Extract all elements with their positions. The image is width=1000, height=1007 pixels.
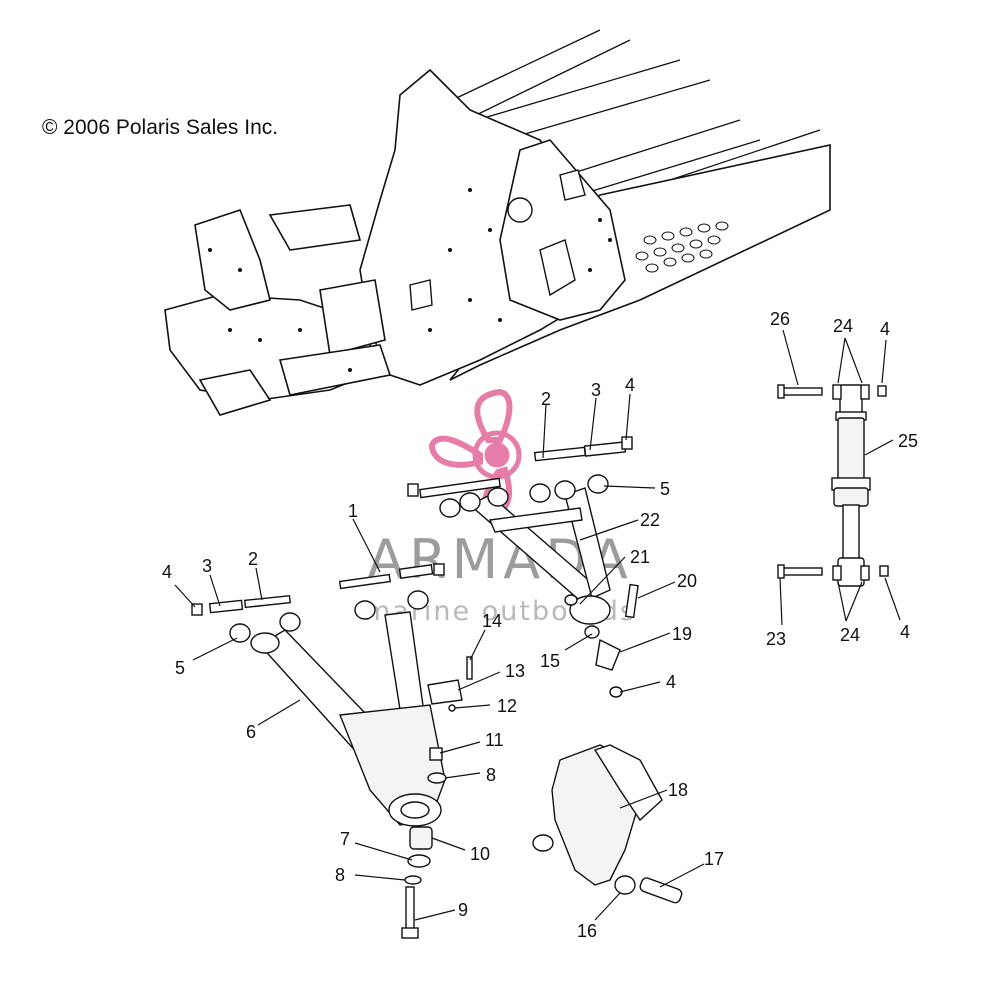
callout-4-tierod: 4: [666, 672, 676, 692]
callout-14: 14: [482, 611, 502, 631]
callout-5-lower: 5: [175, 658, 185, 678]
callout-24-top: 24: [833, 316, 853, 336]
callout-labels: 26 24 4 25 23 24 4 2 3 4 5 22 1 21 20 19…: [162, 309, 918, 941]
spindle: [532, 744, 683, 904]
chassis-frame: [164, 29, 831, 416]
callout-4-upper: 4: [625, 375, 635, 395]
callout-17: 17: [704, 849, 724, 869]
callout-8-lower: 8: [335, 865, 345, 885]
callout-5-upper: 5: [660, 479, 670, 499]
tie-rod-end: [564, 583, 639, 698]
callout-11: 11: [485, 730, 504, 750]
callout-8-upper: 8: [486, 765, 496, 785]
callout-25: 25: [898, 431, 918, 451]
callout-20: 20: [677, 571, 697, 591]
callout-26: 26: [770, 309, 790, 329]
callout-6: 6: [246, 722, 256, 742]
callout-2-upper: 2: [541, 389, 551, 409]
callout-23: 23: [766, 629, 786, 649]
callout-22: 22: [640, 510, 660, 530]
callout-10: 10: [470, 844, 490, 864]
callout-4-shock-bottom: 4: [900, 622, 910, 642]
callout-21: 21: [630, 547, 650, 567]
callout-19: 19: [672, 624, 692, 644]
callout-13: 13: [505, 661, 525, 681]
callout-1: 1: [348, 501, 358, 521]
upper-a-arm: [407, 436, 633, 625]
leader-lines: [174, 329, 901, 921]
lower-a-arm: [191, 563, 473, 939]
callout-9: 9: [458, 900, 468, 920]
callout-18: 18: [668, 780, 688, 800]
callout-4-lower: 4: [162, 562, 172, 582]
callout-3-upper: 3: [591, 380, 601, 400]
shock-absorber: [777, 384, 889, 587]
copyright-notice: © 2006 Polaris Sales Inc.: [42, 116, 279, 139]
callout-16: 16: [577, 921, 597, 941]
callout-2-lower: 2: [248, 549, 258, 569]
callout-12: 12: [497, 696, 517, 716]
callout-4-shock-top: 4: [880, 319, 890, 339]
callout-24-bottom: 24: [840, 625, 860, 645]
callout-3-lower: 3: [202, 556, 212, 576]
callout-7: 7: [340, 829, 350, 849]
propeller-icon: [428, 388, 522, 516]
callout-15: 15: [540, 651, 560, 671]
